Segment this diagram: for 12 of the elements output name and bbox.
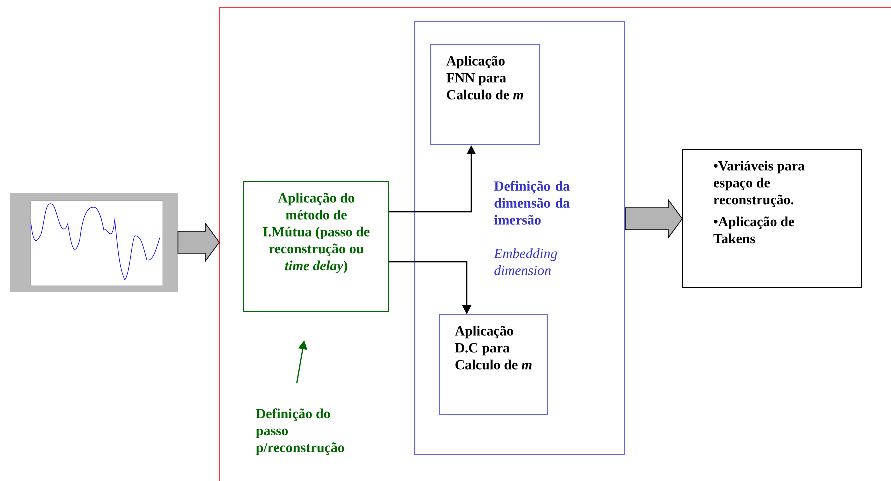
process-box: Aplicação D.C para Calculo de m [440, 314, 548, 416]
block-arrow [625, 198, 683, 240]
group-box [414, 22, 626, 456]
block-arrow [178, 222, 220, 263]
group-label: Definição da dimensão da imersão [494, 181, 570, 225]
line-chart-picture [10, 193, 178, 292]
note-text: Definição do passo p/reconstrução [256, 408, 344, 456]
frame [220, 8, 891, 481]
process-box: Aplicação do método de I.Mútua (passo de reconstrução ou time delay) [244, 182, 390, 312]
process-box: Aplicação FNN para Calculo de m [430, 44, 540, 146]
process-box: •Variáveis para espaço de reconstrução. •Aplicação de Takens [682, 150, 862, 288]
group-label: Embedding dimension [494, 248, 558, 276]
